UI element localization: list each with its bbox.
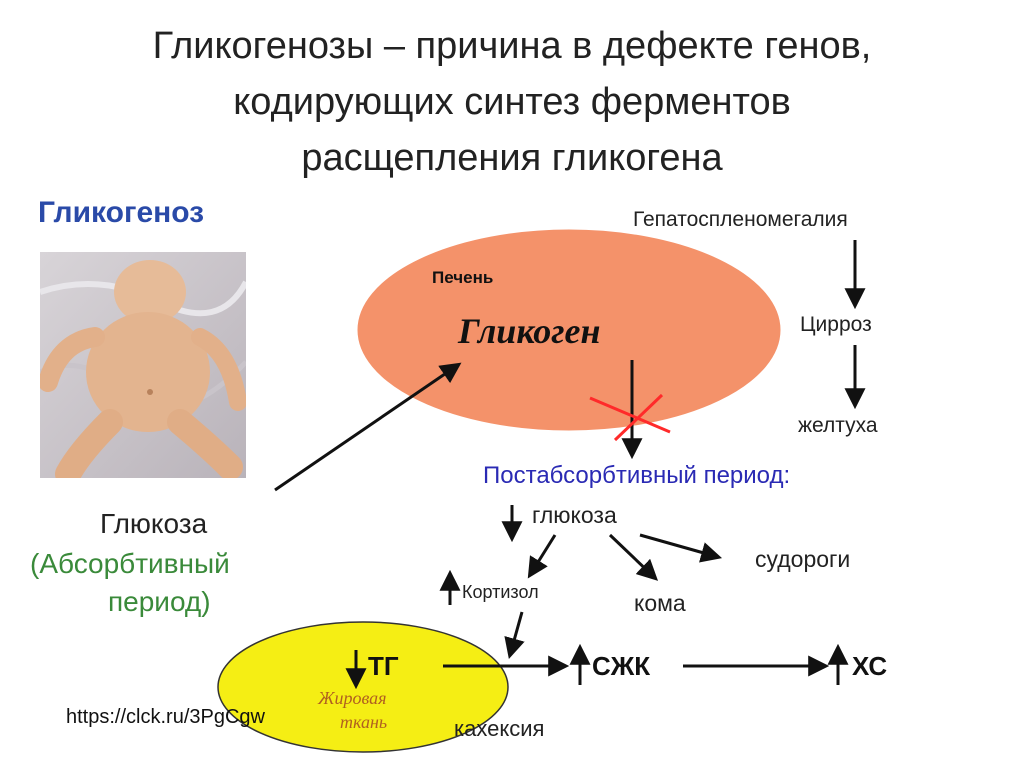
glucose-to-coma-arrow — [610, 535, 655, 578]
absorptive-period-line-2: период) — [108, 586, 211, 618]
glucose-label: Глюкоза — [100, 508, 207, 540]
cholesterol-label: ХС — [852, 651, 887, 682]
source-url[interactable]: https://clck.ru/3PgCgw — [66, 706, 265, 729]
glucose-to-seizures-arrow — [640, 535, 718, 557]
ffa-label: СЖК — [592, 651, 650, 682]
fat-tissue-line-1: Жировая — [318, 688, 387, 709]
glucose-post-label: глюкоза — [532, 502, 617, 529]
cortisol-to-ffa-arrow — [510, 612, 522, 655]
cortisol-label: Кортизол — [462, 582, 539, 603]
glycogenosis-heading: Гликогеноз — [38, 196, 204, 230]
cachexia-label: кахексия — [454, 716, 544, 742]
glycogen-label: Гликоген — [458, 310, 600, 352]
tg-label: ТГ — [368, 651, 399, 682]
fat-tissue-line-2: ткань — [340, 712, 387, 733]
absorptive-period-line-1: (Абсорбтивный — [30, 548, 230, 580]
postabsorptive-title: Постабсорбтивный период: — [483, 462, 790, 490]
glucose-to-liver-arrow — [275, 365, 458, 490]
infant-photo — [40, 252, 246, 478]
glucose-to-cortisol-arrow — [530, 535, 555, 575]
cirrhosis-label: Цирроз — [800, 313, 872, 337]
coma-label: кома — [634, 590, 686, 617]
hepatosplenomegaly-label: Гепатоспленомегалия — [633, 208, 848, 232]
jaundice-label: желтуха — [798, 414, 878, 438]
seizures-label: судороги — [755, 546, 850, 573]
liver-label: Печень — [432, 268, 493, 288]
